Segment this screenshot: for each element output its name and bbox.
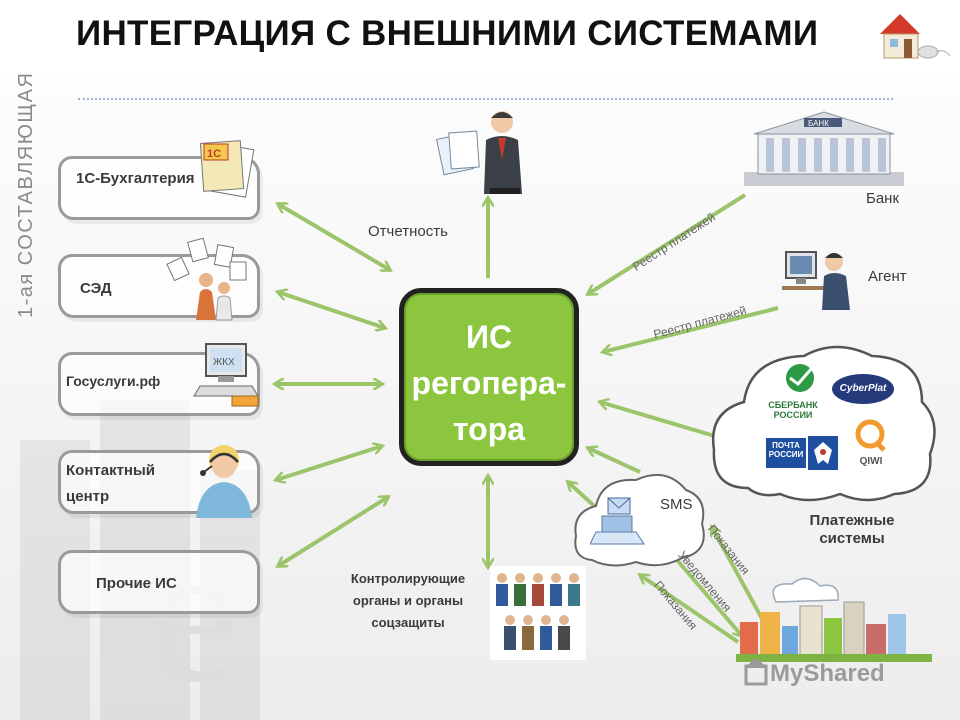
system-label-contact-center: Контактный центр bbox=[66, 462, 156, 505]
central-title-line-1: ИС bbox=[465, 319, 513, 355]
system-label-edm: СЭД bbox=[80, 280, 112, 297]
office-workers-icon bbox=[166, 237, 247, 321]
watermark: MyShared bbox=[770, 660, 885, 687]
central-title-line-3: тора bbox=[452, 411, 526, 447]
russian-post-eagle-icon bbox=[808, 436, 838, 470]
payment-systems-cloud bbox=[711, 345, 936, 502]
house-icon bbox=[880, 14, 951, 59]
svg-text:БАНК: БАНК bbox=[808, 119, 829, 128]
svg-text:ЖКХ: ЖКХ bbox=[213, 357, 235, 368]
computer-icon: ЖКХ bbox=[193, 343, 259, 407]
agent-at-computer-icon bbox=[782, 251, 850, 310]
qiwi-logo-icon bbox=[855, 419, 886, 452]
documents-1c-icon: 1C bbox=[199, 140, 255, 198]
central-system-title: ИС регопера- тора bbox=[399, 314, 579, 452]
cyberplat-logo: CyberPlat bbox=[832, 374, 894, 404]
people-group-icon bbox=[490, 566, 586, 660]
central-title-line-2: регопера- bbox=[411, 365, 567, 401]
bank-label: Банк bbox=[866, 190, 900, 207]
system-box-other[interactable] bbox=[58, 550, 260, 614]
header-band bbox=[0, 0, 960, 72]
control-authorities-label: Контролирующие органы и органы соцзащиты bbox=[350, 571, 466, 630]
businessman-icon bbox=[435, 111, 522, 194]
myshared-logo-icon bbox=[744, 658, 768, 686]
qiwi-logo-text: QIWI bbox=[859, 456, 883, 467]
svg-text:1C: 1C bbox=[207, 148, 221, 160]
reporting-label: Отчетность bbox=[368, 223, 448, 240]
title-divider bbox=[78, 98, 893, 100]
payment-systems-label: Платежные системы bbox=[809, 512, 895, 547]
envelope-laptop-icon bbox=[590, 497, 645, 545]
sberbank-logo-text: СБЕРБАНК РОССИИ bbox=[768, 400, 818, 420]
sms-label: SMS bbox=[660, 496, 693, 513]
system-label-gosuslugi: Госуслуги.рф bbox=[66, 373, 161, 389]
russian-post-logo: ПОЧТА РОССИИ bbox=[766, 438, 806, 468]
page-title: ИНТЕГРАЦИЯ С ВНЕШНИМИ СИСТЕМАМИ bbox=[76, 14, 819, 53]
operator-icon bbox=[196, 445, 252, 518]
central-system-box[interactable] bbox=[399, 288, 579, 466]
system-label-1c: 1С-Бухгалтерия bbox=[76, 170, 195, 187]
sberbank-logo-icon bbox=[786, 364, 814, 392]
city-icon bbox=[736, 577, 932, 662]
agent-label: Агент bbox=[868, 268, 907, 285]
system-label-other: Прочие ИС bbox=[96, 575, 177, 592]
bank-building-icon: БАНК bbox=[744, 111, 904, 186]
